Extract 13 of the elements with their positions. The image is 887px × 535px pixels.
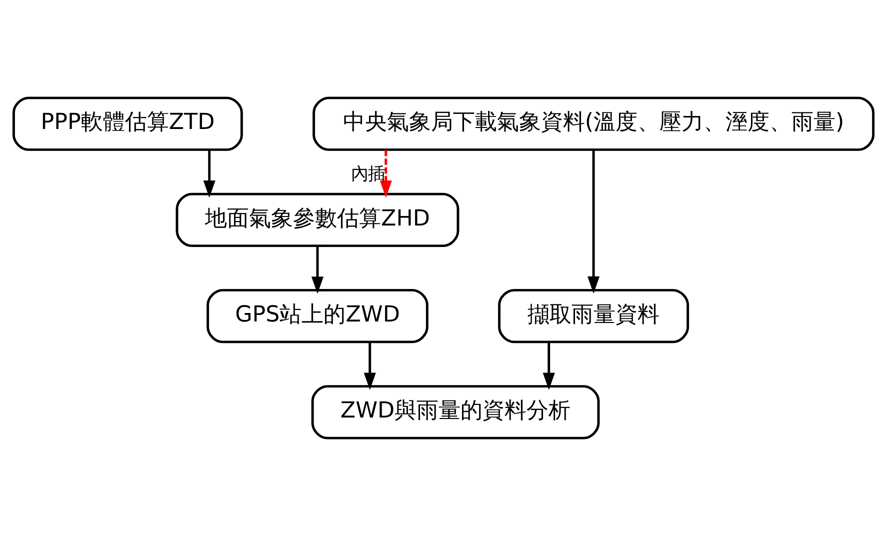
node-box: GPS站上的ZWD: [206, 288, 428, 343]
node-box: ZWD與雨量的資料分析: [311, 384, 600, 439]
node-box: 擷取雨量資料: [498, 288, 690, 343]
arrow: [311, 246, 324, 294]
arrow: [364, 342, 376, 390]
node-box: PPP軟體估算ZTD: [12, 96, 243, 150]
arrow: [203, 150, 216, 198]
arrow: [380, 150, 392, 198]
node-box: 地面氣象參數估算ZHD: [176, 192, 460, 247]
node-box: 中央氣象局下載氣象資料(溫度、壓力、溼度、雨量): [312, 96, 875, 150]
edge-label: 內插: [351, 164, 386, 184]
arrow: [542, 342, 555, 390]
arrow: [588, 149, 600, 294]
